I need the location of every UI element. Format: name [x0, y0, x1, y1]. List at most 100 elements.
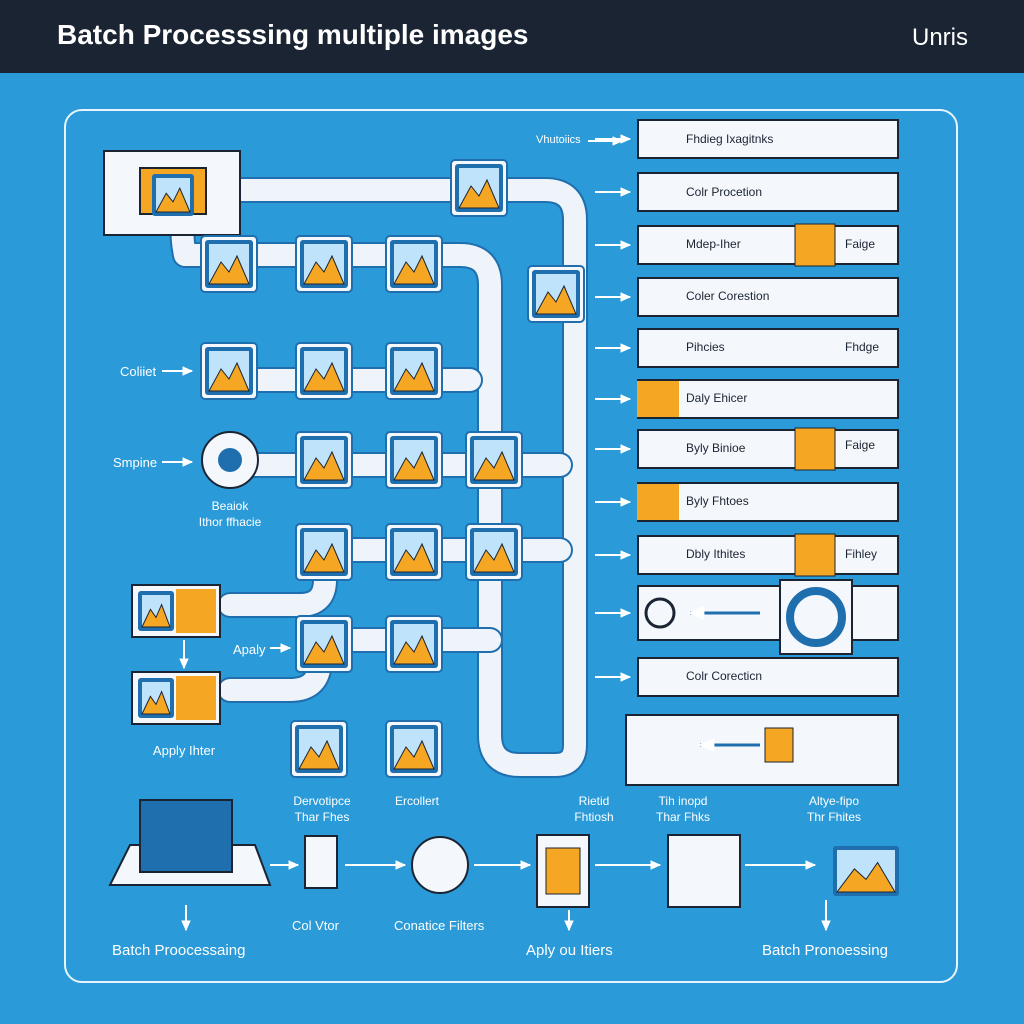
- row-flag: [794, 533, 836, 577]
- image-icon: [390, 240, 438, 288]
- output-row: [637, 585, 899, 641]
- mountain-glyph: [473, 542, 515, 573]
- header-bar: Batch Processsing multiple images Unris: [0, 0, 1024, 73]
- derivative-caption: Dervotipce Thar Fhes: [293, 794, 351, 824]
- row-label: Coler Corestion: [686, 289, 770, 303]
- image-icon: [205, 240, 253, 288]
- phone-card: [304, 835, 338, 889]
- filter-caption: Beaiok Ithor ffhacie: [198, 499, 262, 529]
- batch-caption: Rietid Fhtiosh: [574, 794, 614, 824]
- row-label: Mdep-Iher: [686, 237, 741, 251]
- refresh-icon: [644, 597, 676, 629]
- image-icon: [390, 528, 438, 576]
- mountain-glyph: [535, 284, 577, 315]
- mountain-glyph: [835, 861, 896, 893]
- image-icon: [300, 436, 348, 484]
- output-row: [637, 225, 899, 265]
- diagram-panel: [64, 109, 958, 983]
- row-right-label: Faige: [845, 438, 876, 452]
- batch-processing-right-label: Batch Pronoessing: [762, 942, 888, 959]
- apply-filters-label: Aply ou Itiers: [526, 942, 613, 959]
- row-label: Dbly Ithites: [686, 547, 746, 561]
- top-arrow-label: Vhutoiics: [536, 134, 581, 146]
- output-rows: [595, 119, 899, 786]
- mountain-glyph: [155, 187, 191, 213]
- mountain-glyph: [393, 361, 435, 392]
- output-row: [637, 172, 899, 212]
- image-icon: [138, 591, 174, 631]
- output-row: [637, 277, 899, 317]
- image-icon: [833, 846, 899, 896]
- connector-arrows: [162, 136, 624, 670]
- conatice-filters-label: Conatice Filters: [394, 918, 485, 933]
- mountain-glyph: [141, 603, 171, 628]
- row-label: Colr Corecticn: [686, 669, 763, 683]
- row-right-label: Fhdge: [845, 340, 880, 354]
- image-icon: [300, 240, 348, 288]
- mountain-glyph: [208, 254, 250, 285]
- filter-accent: [176, 676, 216, 720]
- mountain-glyph: [303, 634, 345, 665]
- image-icon: [390, 725, 438, 773]
- mountain-glyph: [303, 542, 345, 573]
- image-icon: [470, 436, 518, 484]
- image-icon: [390, 347, 438, 395]
- brand-name: Unris: [911, 24, 968, 51]
- row-label: Pihcies: [686, 340, 725, 354]
- mountain-glyph: [393, 739, 435, 770]
- mountain-glyph: [303, 361, 345, 392]
- mountain-glyph: [393, 542, 435, 573]
- image-icon: [300, 347, 348, 395]
- row-flag: [794, 223, 836, 267]
- row-label: Colr Procetion: [686, 185, 763, 199]
- dial-center: [218, 448, 242, 472]
- bottom-pipeline: [108, 799, 831, 932]
- page-title: Batch Processsing multiple images: [57, 19, 529, 50]
- pipe: [219, 629, 501, 701]
- batch-grid-icon: [545, 847, 581, 895]
- output-panel: [625, 714, 899, 786]
- row-flag: [794, 427, 836, 471]
- image-icon: [300, 620, 348, 668]
- pipe-network: [169, 177, 588, 778]
- tile-input-caption: Tih inopd Thar Fhks: [655, 794, 711, 824]
- row-label: Fhdieg Ixagitnks: [686, 132, 774, 146]
- image-icon: [300, 528, 348, 576]
- enrolled-caption: Ercollert: [394, 794, 440, 808]
- image-icon: [532, 270, 580, 318]
- convert-ring: [786, 587, 846, 647]
- image-icon: [390, 436, 438, 484]
- monitor-card: [667, 834, 741, 908]
- mountain-glyph: [141, 690, 171, 715]
- output-row: [637, 535, 899, 575]
- row-accent: [637, 381, 679, 417]
- mountain-glyph: [458, 178, 500, 209]
- filter-accent: [176, 589, 216, 633]
- mountain-glyph: [393, 634, 435, 665]
- row-right-label: Fihley: [845, 547, 878, 561]
- output-row: [637, 379, 899, 419]
- collect-label: Coliiet: [120, 364, 157, 379]
- output-row: [637, 482, 899, 522]
- image-icon: [205, 347, 253, 395]
- output-row: [637, 328, 899, 368]
- mountain-glyph: [393, 254, 435, 285]
- image-icon: [138, 678, 174, 718]
- col-ntor-label: Col Vtor: [292, 918, 339, 933]
- mountain-glyph: [473, 450, 515, 481]
- image-icon: [295, 725, 343, 773]
- row-label: Daly Ehicer: [686, 391, 748, 405]
- row-accent: [637, 484, 679, 520]
- apply-filter-label: Apply Ihter: [152, 743, 216, 758]
- output-row: [637, 119, 899, 159]
- mountain-glyph: [303, 254, 345, 285]
- lock-icon: [764, 727, 794, 763]
- image-icon: [152, 174, 194, 216]
- row-label: Byly Binioe: [686, 441, 746, 455]
- mountain-glyph: [393, 450, 435, 481]
- sampling-label: Smpine: [113, 455, 158, 470]
- laptop-screen: [139, 799, 233, 873]
- output-row: [637, 657, 899, 697]
- batch-processing-left-label: Batch Proocessaing: [112, 942, 246, 959]
